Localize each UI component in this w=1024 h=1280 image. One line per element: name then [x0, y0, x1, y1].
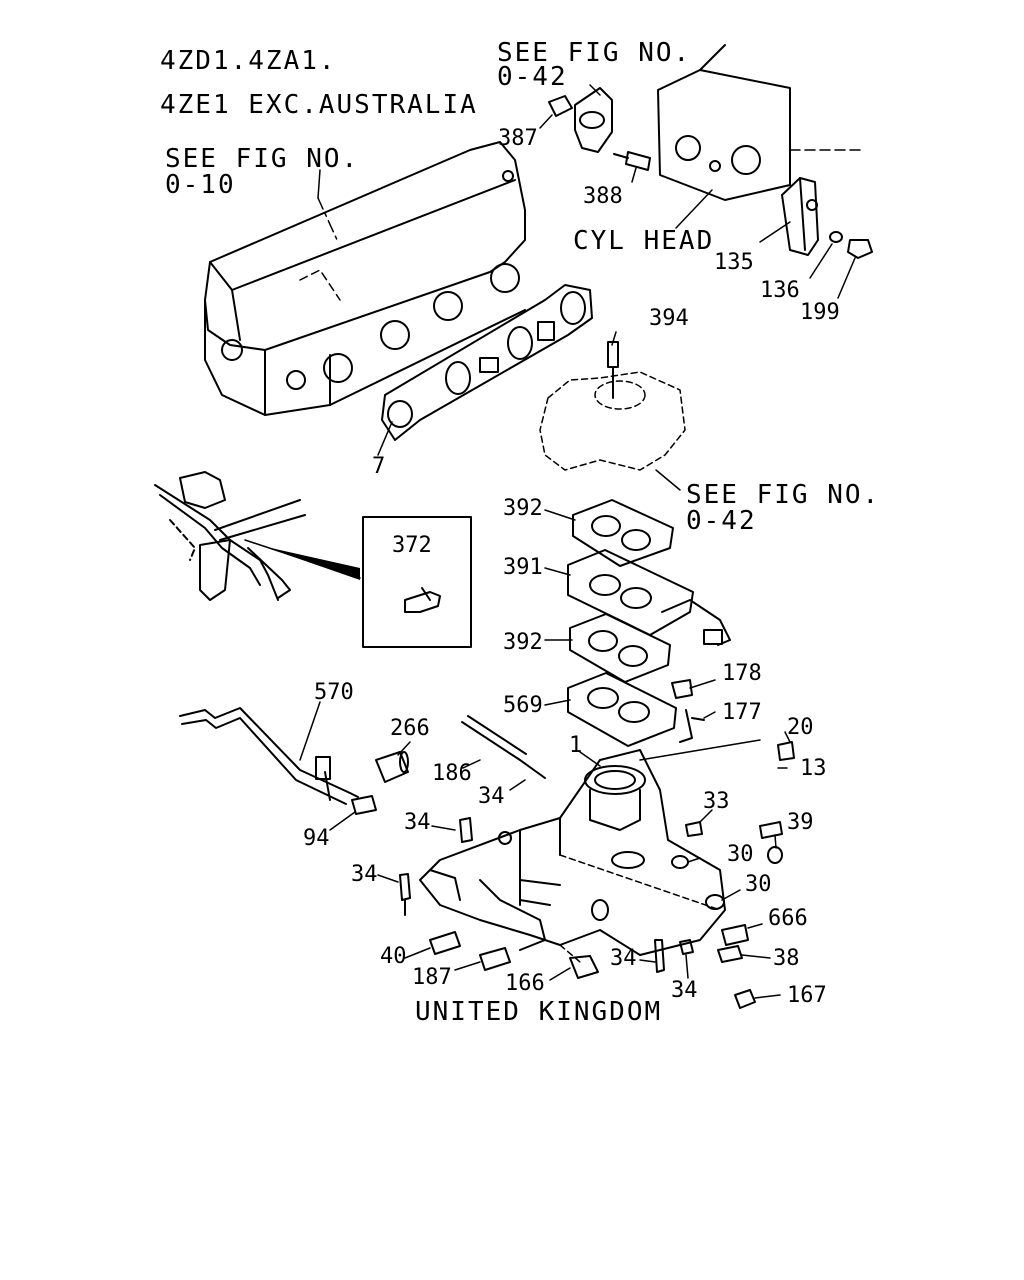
part-187: 187 — [412, 965, 452, 990]
gasket-392-upper — [572, 499, 674, 567]
see-fig-note-b: 0-10 — [165, 170, 236, 200]
gasket-392-lower — [569, 613, 671, 683]
model-line-1: 4ZD1.4ZA1. — [160, 46, 337, 76]
part-34-bottom-right: 34 — [671, 978, 698, 1003]
part-666: 666 — [768, 906, 808, 931]
part-34-bottom-left: 34 — [610, 946, 637, 971]
washer-136 — [829, 231, 843, 243]
bracket-135 — [781, 177, 819, 256]
bolt-199 — [847, 239, 873, 259]
part-20: 20 — [787, 715, 814, 740]
part-569: 569 — [503, 693, 543, 718]
part-1: 1 — [569, 733, 583, 758]
cylinder-head-cover — [204, 141, 526, 416]
clip-177 — [679, 709, 705, 743]
part-372: 372 — [392, 533, 432, 558]
cyl-head-label: CYL HEAD — [573, 226, 715, 256]
part-33: 33 — [703, 789, 730, 814]
pipe-570 — [179, 707, 359, 805]
part-388: 388 — [583, 184, 623, 209]
part-13: 13 — [800, 756, 827, 781]
gasket-569 — [567, 672, 677, 747]
part-392-upper: 392 — [503, 496, 543, 521]
see-fig-top-b: 0-42 — [497, 62, 568, 92]
part-391: 391 — [503, 555, 543, 580]
spacer-391 — [567, 549, 731, 646]
part-392-lower: 392 — [503, 630, 543, 655]
hose-assembly — [154, 471, 361, 601]
see-fig-note-a: SEE FIG NO. — [165, 144, 360, 174]
intake-manifold — [419, 739, 761, 963]
bolt-388 — [613, 151, 651, 171]
exhaust-gasket — [381, 284, 593, 441]
hose-186 — [461, 715, 546, 779]
part-186: 186 — [432, 761, 472, 786]
model-line-2: 4ZE1 EXC.AUSTRALIA — [160, 90, 478, 120]
part-34-far-left: 34 — [351, 862, 378, 887]
leader-lines — [299, 84, 856, 999]
callout-arrow — [262, 546, 360, 580]
part-136: 136 — [760, 278, 800, 303]
see-fig-mid-a: SEE FIG NO. — [686, 480, 881, 510]
part-135: 135 — [714, 250, 754, 275]
part-266: 266 — [390, 716, 430, 741]
part-39: 39 — [787, 810, 814, 835]
part-30-lower: 30 — [745, 872, 772, 897]
part-177: 177 — [722, 700, 762, 725]
see-fig-top-a: SEE FIG NO. — [497, 38, 692, 68]
part-34-left: 34 — [404, 810, 431, 835]
small-fasteners — [399, 741, 795, 1009]
part-570: 570 — [314, 680, 354, 705]
see-fig-mid-b: 0-42 — [686, 506, 757, 536]
part-34-upper: 34 — [478, 784, 505, 809]
part-30-upper: 30 — [727, 842, 754, 867]
part-94: 94 — [303, 826, 330, 851]
part-199: 199 — [800, 300, 840, 325]
part-7: 7 — [372, 454, 386, 479]
detail-box — [362, 516, 472, 648]
part-40: 40 — [380, 944, 407, 969]
part-394: 394 — [649, 306, 689, 331]
sensor-394 — [607, 341, 619, 399]
united-kingdom-label: UNITED KINGDOM — [415, 997, 663, 1027]
throttle-body-dashed — [539, 371, 686, 471]
clip-372 — [404, 587, 441, 613]
bushing-266 — [375, 751, 409, 783]
part-38: 38 — [773, 946, 800, 971]
bolt-94 — [351, 795, 377, 815]
part-387: 387 — [498, 126, 538, 151]
cylinder-head — [657, 44, 861, 201]
part-167: 167 — [787, 983, 827, 1008]
part-166: 166 — [505, 971, 545, 996]
part-178: 178 — [722, 661, 762, 686]
bolt-178 — [671, 679, 693, 699]
sensor-bracket-387 — [548, 87, 613, 153]
